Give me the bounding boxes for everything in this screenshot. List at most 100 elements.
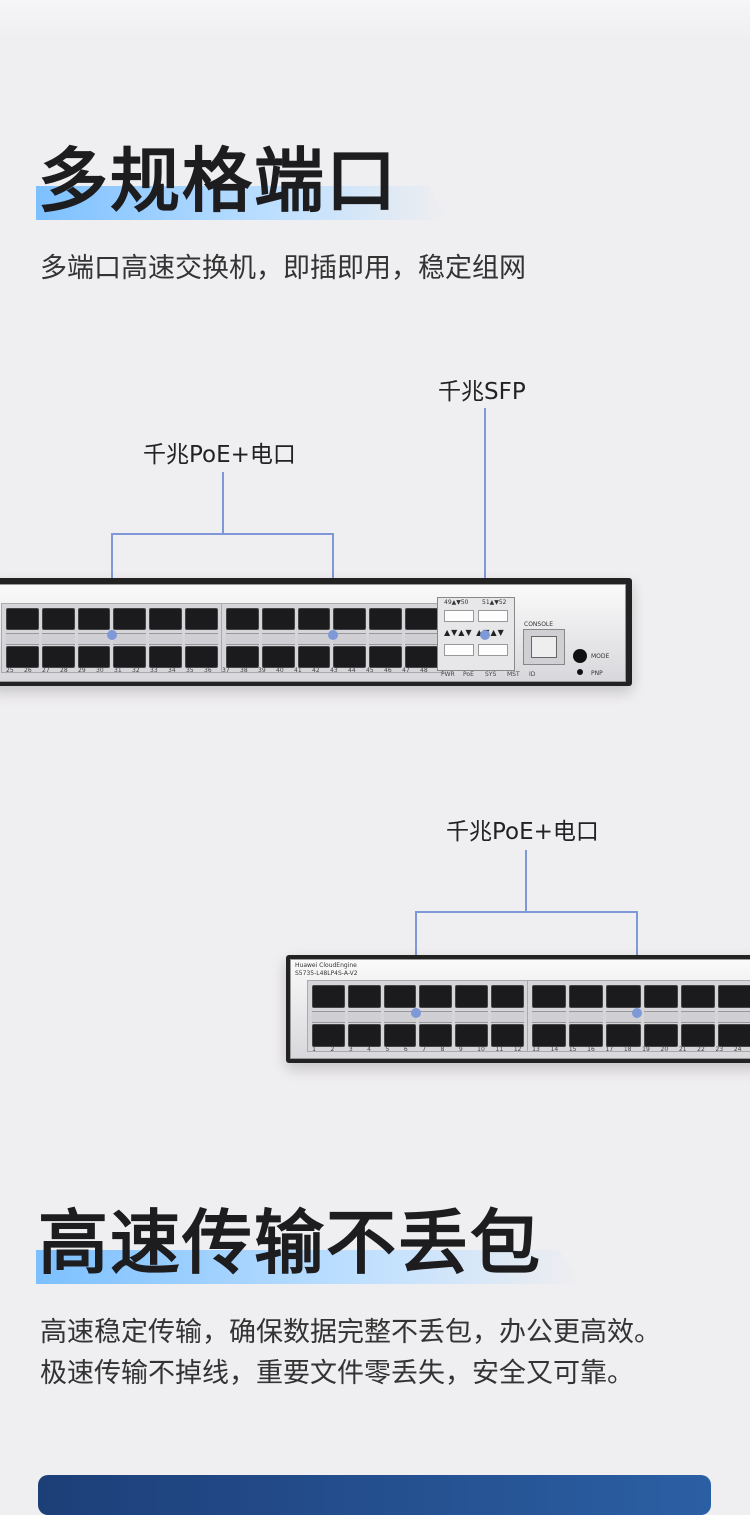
rj45-port[interactable] xyxy=(41,646,75,668)
port-divider-strip xyxy=(261,633,295,645)
rj45-port[interactable] xyxy=(606,985,641,1008)
port-number: 2 xyxy=(330,1046,335,1053)
callout-line xyxy=(111,533,333,535)
port-number: 33 xyxy=(150,667,158,674)
rj45-port[interactable] xyxy=(455,1024,489,1047)
rj45-port[interactable] xyxy=(77,646,111,668)
section-text-line-2: 极速传输不掉线，重要文件零丢失，安全又可靠。 xyxy=(40,1358,634,1389)
rj45-port[interactable] xyxy=(149,646,183,668)
sfp-port[interactable] xyxy=(478,610,508,622)
port-divider-strip xyxy=(532,1011,567,1023)
rj45-port[interactable] xyxy=(405,608,438,630)
rj45-port[interactable] xyxy=(297,646,331,668)
rj45-port[interactable] xyxy=(383,985,417,1008)
rj45-port[interactable] xyxy=(717,985,750,1008)
rj45-port[interactable] xyxy=(149,608,183,630)
console-port[interactable] xyxy=(523,629,565,665)
rj45-port[interactable] xyxy=(261,646,295,668)
rj45-port[interactable] xyxy=(347,1024,381,1047)
rj45-port[interactable] xyxy=(347,985,381,1008)
rj45-port[interactable] xyxy=(185,608,218,630)
port-number: 35 xyxy=(186,667,194,674)
rj45-port[interactable] xyxy=(569,1024,604,1047)
port-divider-strip xyxy=(297,633,331,645)
port-number: 42 xyxy=(312,667,320,674)
rj45-port[interactable] xyxy=(369,608,403,630)
rj45-port[interactable] xyxy=(569,985,604,1008)
port-number: 44 xyxy=(348,667,356,674)
port-number: 32 xyxy=(132,667,140,674)
rj45-port[interactable] xyxy=(717,1024,750,1047)
rj45-port[interactable] xyxy=(6,608,39,630)
port-divider-strip xyxy=(643,1011,678,1023)
rj45-port[interactable] xyxy=(226,608,259,630)
callout-dot xyxy=(632,1008,642,1018)
rj45-port[interactable] xyxy=(185,646,218,668)
rj45-port[interactable] xyxy=(312,985,345,1008)
port-number: 30 xyxy=(96,667,104,674)
sfp-port[interactable] xyxy=(444,644,474,656)
rj45-port[interactable] xyxy=(491,985,524,1008)
callout-line xyxy=(415,911,637,913)
port-number: 5 xyxy=(385,1046,390,1053)
rj45-port[interactable] xyxy=(226,646,259,668)
rj45-port[interactable] xyxy=(680,1024,715,1047)
port-number: 38 xyxy=(240,667,248,674)
sfp-port[interactable] xyxy=(478,644,508,656)
mode-button[interactable] xyxy=(573,649,587,663)
rj45-port[interactable] xyxy=(419,1024,453,1047)
port-divider-strip xyxy=(113,633,147,645)
rj45-port[interactable] xyxy=(680,985,715,1008)
port-number: 28 xyxy=(60,667,68,674)
port-divider-strip xyxy=(491,1011,524,1023)
port-number: 6 xyxy=(403,1046,408,1053)
rj45-port[interactable] xyxy=(405,646,438,668)
sfp-label-49-50: 49▲▼50 xyxy=(444,599,469,606)
rj45-port[interactable] xyxy=(491,1024,524,1047)
port-divider-strip xyxy=(419,1011,453,1023)
rj45-port[interactable] xyxy=(369,646,403,668)
rj45-port[interactable] xyxy=(383,1024,417,1047)
rj45-port[interactable] xyxy=(113,608,147,630)
rj45-port[interactable] xyxy=(606,1024,641,1047)
port-number: 1 xyxy=(312,1046,316,1053)
port-divider-strip xyxy=(680,1011,715,1023)
port-divider-strip xyxy=(77,633,111,645)
rj45-port[interactable] xyxy=(455,985,489,1008)
port-divider-strip xyxy=(405,633,438,645)
rj45-port[interactable] xyxy=(532,1024,567,1047)
rj45-port[interactable] xyxy=(532,985,567,1008)
callout-line xyxy=(484,408,486,634)
rj45-port[interactable] xyxy=(6,646,39,668)
rj45-port[interactable] xyxy=(312,1024,345,1047)
port-number: 37 xyxy=(222,667,230,674)
rj45-port[interactable] xyxy=(297,608,331,630)
port-bank-1-12 xyxy=(307,980,529,1052)
callout-dot xyxy=(411,1008,421,1018)
rj45-port[interactable] xyxy=(77,608,111,630)
sfp-port[interactable] xyxy=(444,610,474,622)
rj45-port[interactable] xyxy=(41,608,75,630)
port-number: 47 xyxy=(402,667,410,674)
rj45-port[interactable] xyxy=(113,646,147,668)
section-text-line-1: 高速稳定传输，确保数据完整不丢包，办公更高效。 xyxy=(40,1317,661,1348)
callout-poe-ports-label: 千兆PoE+电口 xyxy=(143,442,296,468)
sfp-module-bay: 49▲▼50 51▲▼52 ▲▼▲▼ ▲▼▲▼ xyxy=(437,597,515,671)
pnp-label: PNP xyxy=(591,670,603,677)
port-divider-strip xyxy=(569,1011,604,1023)
port-number: 8 xyxy=(440,1046,445,1053)
section-title-ports: 多规格端口 xyxy=(38,140,398,222)
rj45-port[interactable] xyxy=(333,608,367,630)
rj45-port[interactable] xyxy=(643,1024,678,1047)
port-number: 45 xyxy=(366,667,374,674)
rj45-port[interactable] xyxy=(419,985,453,1008)
rj45-port[interactable] xyxy=(643,985,678,1008)
rj45-port[interactable] xyxy=(333,646,367,668)
port-number: 12 xyxy=(513,1046,522,1053)
top-fade xyxy=(0,0,750,40)
port-number: 25 xyxy=(6,667,14,674)
rj45-port[interactable] xyxy=(261,608,295,630)
